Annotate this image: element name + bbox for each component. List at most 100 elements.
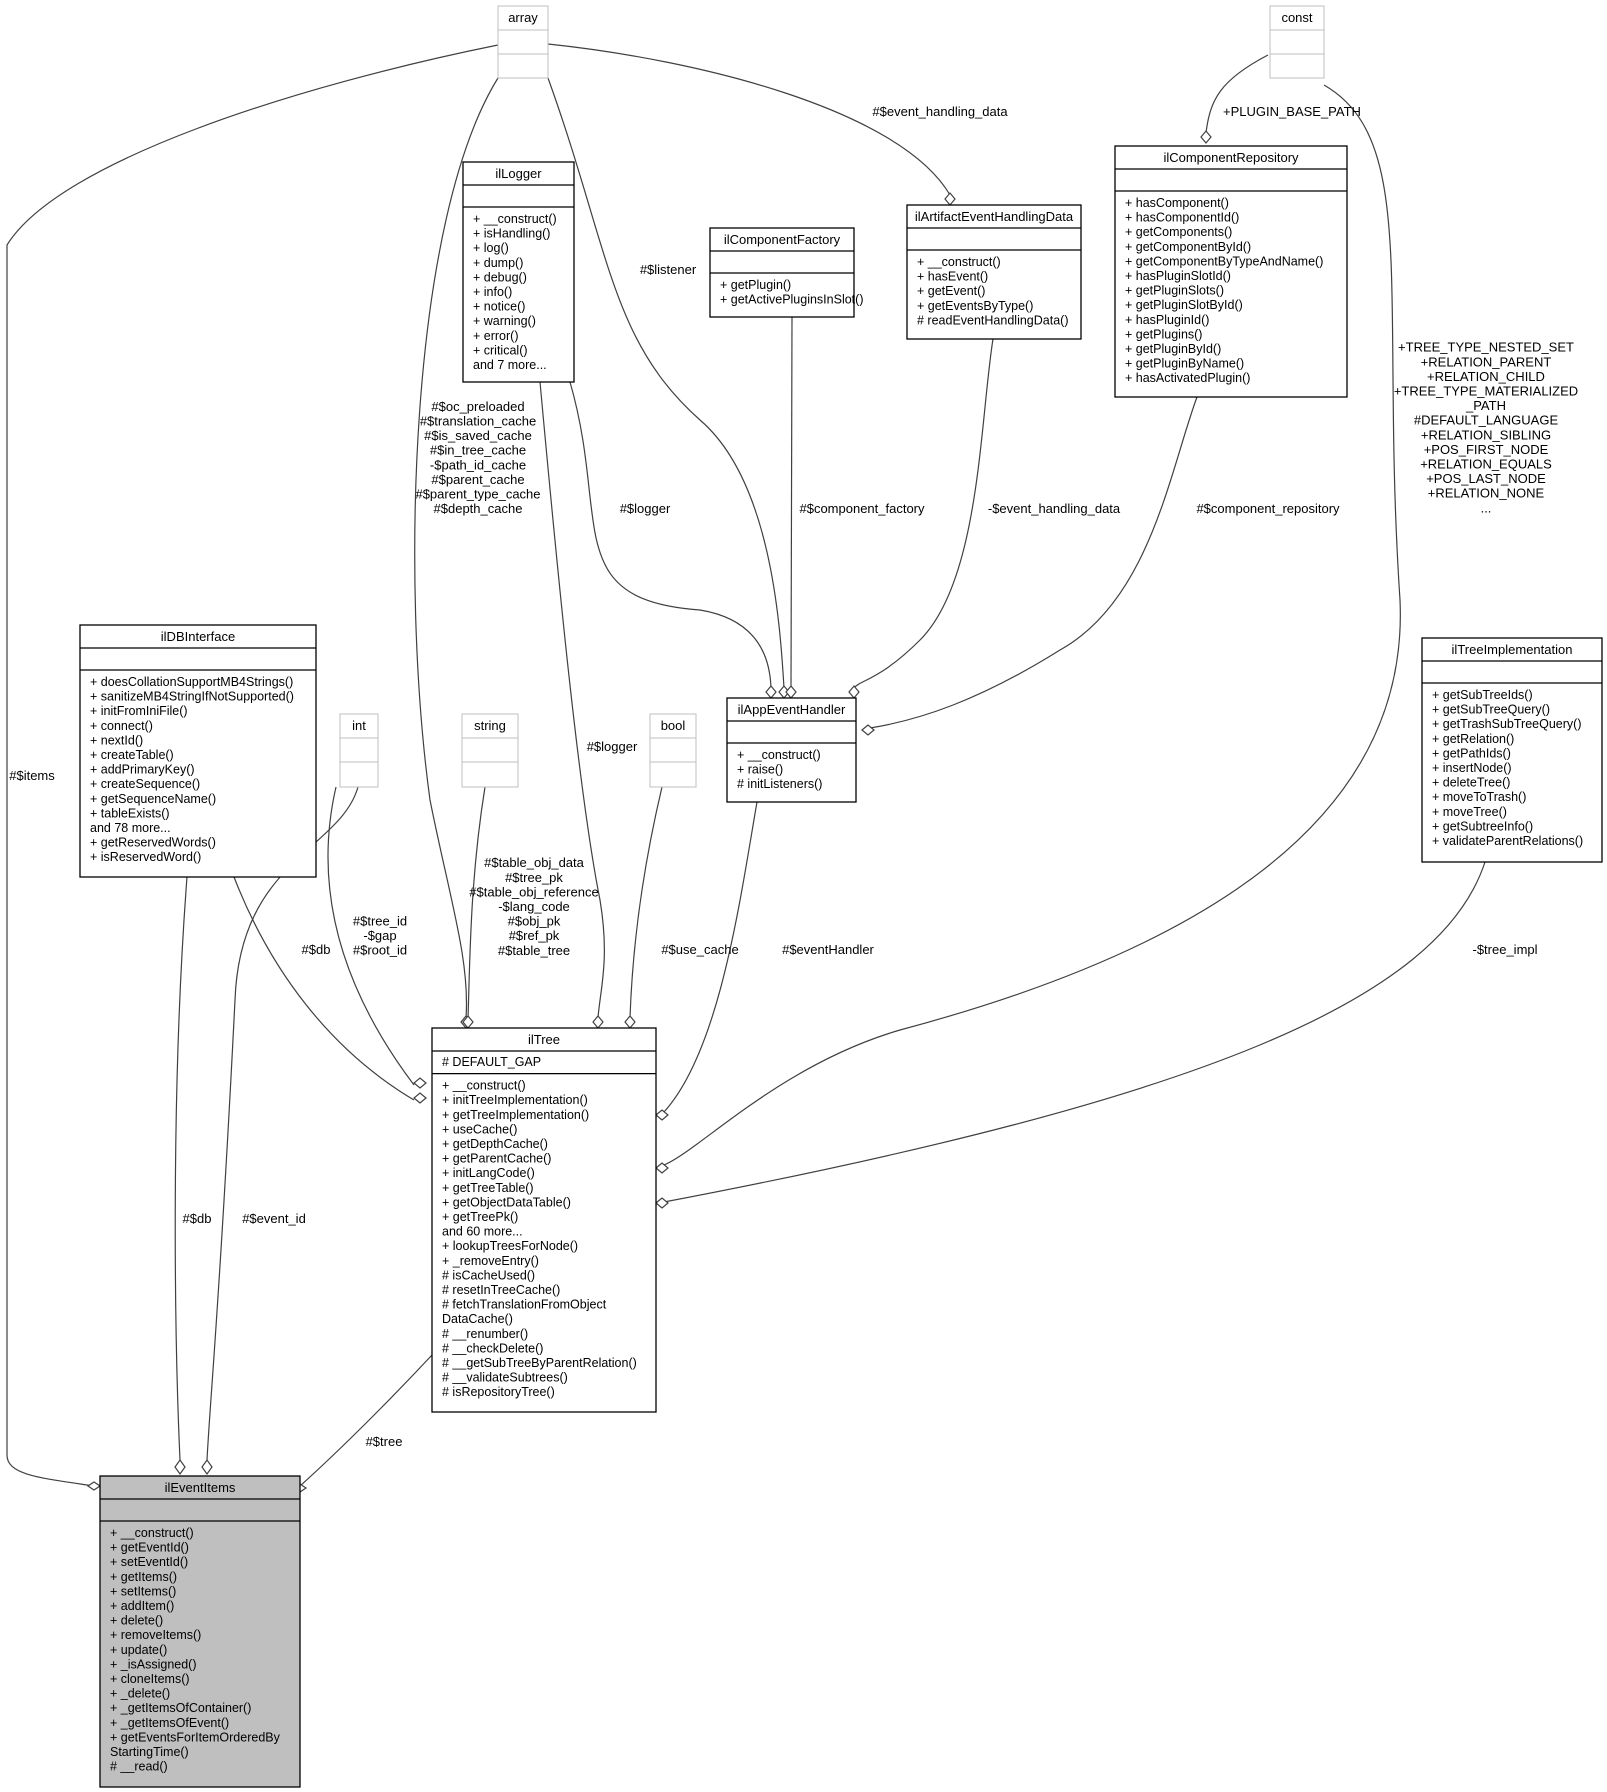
class-ilTreeImplementation: ilTreeImplementation+ getSubTreeIds()+ g…: [1421, 637, 1603, 863]
edge-label-line: #$table_tree: [498, 943, 570, 958]
class-method: + doesCollationSupportMB4Strings(): [90, 675, 293, 689]
class-method: + warning(): [473, 314, 536, 328]
class-method: + log(): [473, 241, 509, 255]
class-name: ilTreeImplementation: [1452, 642, 1573, 657]
edge-label-line: #$listener: [640, 262, 697, 277]
edge-labels: #$items #$event_handling_data +PLUGIN_BA…: [9, 104, 1578, 1449]
class-method: + validateParentRelations(): [1432, 834, 1583, 848]
class-name: ilTree: [528, 1032, 560, 1047]
class-method: + initTreeImplementation(): [442, 1093, 588, 1107]
class-method: + delete(): [110, 1614, 163, 1628]
edge-items: [6, 44, 499, 1487]
class-name: ilEventItems: [165, 1480, 236, 1495]
class-box-frame: [1269, 5, 1325, 79]
edge-label-plugin-base-path: +PLUGIN_BASE_PATH: [1223, 104, 1361, 119]
edge-label-line: #$is_saved_cache: [424, 428, 532, 443]
edge-label-line: #$tree: [366, 1434, 403, 1449]
class-method: + __construct(): [917, 255, 1001, 269]
class-box-frame: [649, 713, 697, 788]
edge-label-event-id: #$event_id: [242, 1211, 306, 1226]
class-method: + getSubtreeInfo(): [1432, 819, 1533, 833]
class-ilEventItems: ilEventItems+ __construct()+ getEventId(…: [99, 1475, 301, 1788]
edge-event-handling-data-private: [853, 338, 994, 689]
class-method: + getSubTreeIds(): [1432, 688, 1533, 702]
class-method: StartingTime(): [110, 1745, 189, 1759]
edge-label-line: -$tree_impl: [1472, 942, 1537, 957]
edge-label-line: +POS_FIRST_NODE: [1424, 442, 1549, 457]
edge-label-line: #$tree_id: [353, 913, 407, 928]
edge-label-line: #$oc_preloaded: [431, 399, 524, 414]
edge-tree-strings: [467, 786, 486, 1019]
class-method: + getTreeTable(): [442, 1181, 534, 1195]
class-method: + sanitizeMB4StringIfNotSupported(): [90, 690, 294, 704]
class-method: # __read(): [110, 1760, 168, 1774]
class-method: + hasPluginSlotId(): [1125, 269, 1231, 283]
class-method: + getSubTreeQuery(): [1432, 703, 1550, 717]
class-method: # initListeners(): [737, 777, 822, 791]
edge-caches: [414, 77, 499, 1019]
edge-label-event-handling-data-private: -$event_handling_data: [988, 501, 1121, 516]
edge-label-line: #DEFAULT_LANGUAGE: [1414, 413, 1559, 428]
class-method: + _getItemsOfEvent(): [110, 1716, 229, 1730]
class-boxes: array const int string bool ilLogger+ __…: [79, 5, 1603, 1788]
class-method: + getPlugins(): [1125, 327, 1202, 341]
class-method: + tableExists(): [90, 806, 170, 820]
edge-label-db-items: #$db: [183, 1211, 212, 1226]
class-method: # resetInTreeCache(): [442, 1283, 560, 1297]
class-name: ilComponentRepository: [1163, 150, 1299, 165]
edge-label-line: #$parent_type_cache: [415, 487, 540, 502]
class-method: + getSequenceName(): [90, 792, 216, 806]
edge-label-line: #$component_repository: [1196, 501, 1340, 516]
class-name: int: [352, 718, 366, 733]
class-method: + getComponentById(): [1125, 240, 1251, 254]
class-method: + getEvent(): [917, 284, 985, 298]
edge-label-line: #$component_factory: [799, 501, 925, 516]
class-method: and 78 more...: [90, 821, 171, 835]
class-box-frame: [1421, 637, 1603, 863]
edge-label-line: #$logger: [620, 501, 671, 516]
class-method: + error(): [473, 329, 519, 343]
class-box-frame: [461, 713, 519, 788]
class-method: + addPrimaryKey(): [90, 763, 195, 777]
class-method: # __getSubTreeByParentRelation(): [442, 1356, 637, 1370]
class-box-frame: [462, 161, 575, 383]
class-method: + removeItems(): [110, 1628, 201, 1642]
class-box-frame: [339, 713, 379, 788]
class-attribute: # DEFAULT_GAP: [442, 1055, 541, 1069]
edge-db-tree: [233, 876, 415, 1101]
edge-label-use-cache: #$use_cache: [661, 942, 738, 957]
class-method: + setItems(): [110, 1584, 176, 1598]
class-method: + getPathIds(): [1432, 746, 1511, 760]
aggregation-diamonds: [86, 130, 1212, 1493]
edge-label-line: +RELATION_EQUALS: [1420, 457, 1552, 472]
edge-label-line: #$depth_cache: [434, 501, 523, 516]
edge-tree-impl: [663, 861, 1486, 1203]
class-box-frame: [906, 204, 1082, 340]
class-method: + getTrashSubTreeQuery(): [1432, 717, 1581, 731]
class-ilArtifactEventHandlingData: ilArtifactEventHandlingData+ __construct…: [906, 204, 1082, 340]
class-method: + initFromIniFile(): [90, 704, 188, 718]
class-ilTree: ilTree# DEFAULT_GAP+ __construct()+ init…: [431, 1027, 657, 1413]
class-name: const: [1281, 10, 1312, 25]
edge-label-line: #$translation_cache: [420, 414, 536, 429]
class-method: + dump(): [473, 256, 523, 270]
class-box-frame: [726, 697, 857, 803]
edge-event-handler: [663, 801, 758, 1113]
class-name: ilAppEventHandler: [738, 702, 846, 717]
edge-label-line: #$table_obj_reference: [469, 884, 598, 899]
class-method: + getObjectDataTable(): [442, 1195, 571, 1209]
class-method: + addItem(): [110, 1599, 174, 1613]
class-method: + deleteTree(): [1432, 776, 1510, 790]
edge-label-line: +RELATION_PARENT: [1421, 354, 1552, 369]
class-method: + critical(): [473, 343, 528, 357]
class-method: + __construct(): [737, 748, 821, 762]
class-method: # isRepositoryTree(): [442, 1385, 555, 1399]
edge-label-line: +POS_LAST_NODE: [1426, 471, 1546, 486]
class-method: # isCacheUsed(): [442, 1268, 535, 1282]
edge-event-handling-data: [547, 43, 951, 196]
edge-listener: [547, 77, 785, 689]
diamond-tree-constants: [655, 1162, 669, 1174]
class-method: + _delete(): [110, 1687, 170, 1701]
diamond-event-handling-data: [944, 192, 956, 206]
class-method: + cloneItems(): [110, 1672, 190, 1686]
